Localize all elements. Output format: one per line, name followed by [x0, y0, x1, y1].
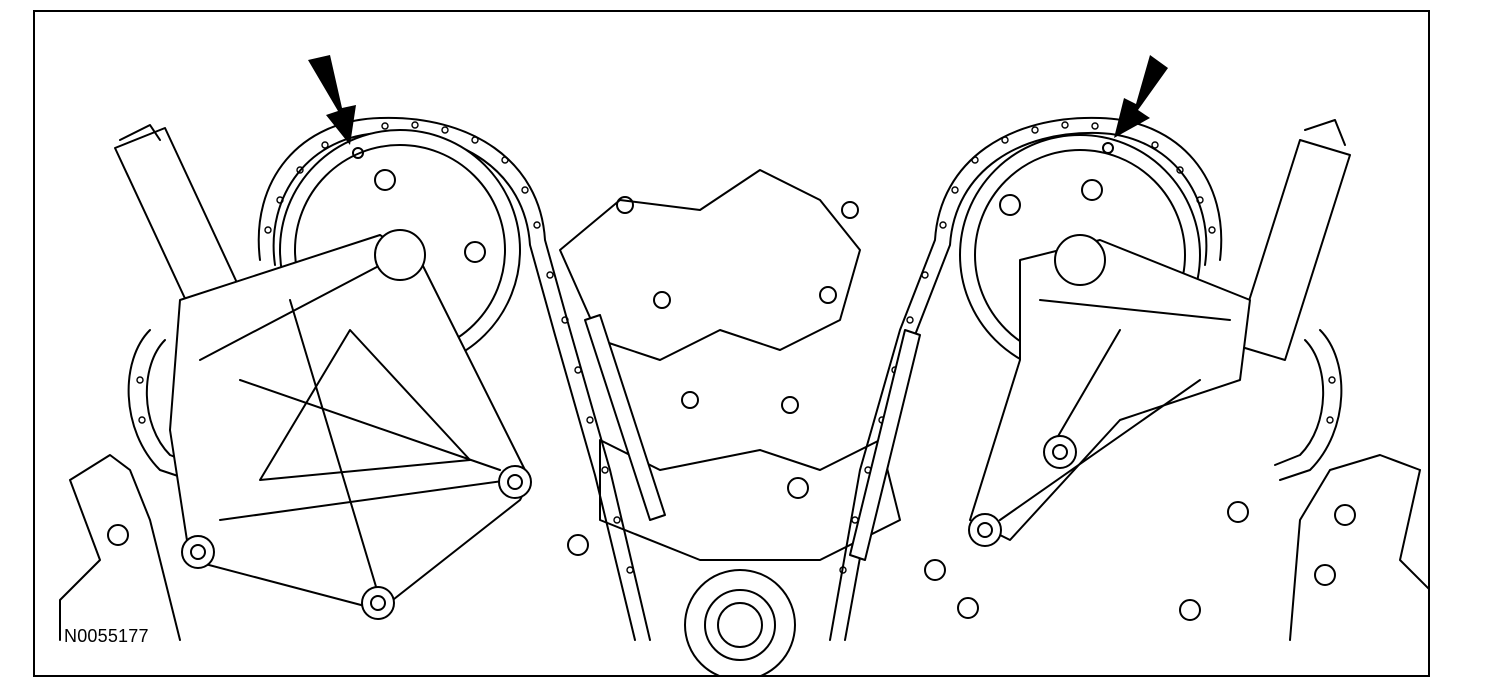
right-timing-chain	[829, 116, 1343, 641]
arrow-icon	[308, 55, 356, 145]
figure-id-label: N0055177	[64, 626, 149, 646]
right-timing-mark	[1102, 142, 1114, 154]
left-chain-guide-bracket	[169, 229, 532, 620]
arrow-icon	[1114, 55, 1168, 138]
left-timing-mark	[352, 147, 364, 159]
crankshaft-sprocket	[684, 569, 796, 675]
engine-block-outline	[59, 454, 1428, 641]
right-tensioner-arm	[849, 329, 921, 561]
block-bolt-holes	[107, 196, 1356, 621]
right-vct-solenoid	[1234, 119, 1351, 361]
right-chain-guide-bracket	[968, 234, 1251, 547]
left-tensioner-arm	[584, 314, 666, 521]
left-chain-links	[136, 121, 634, 574]
